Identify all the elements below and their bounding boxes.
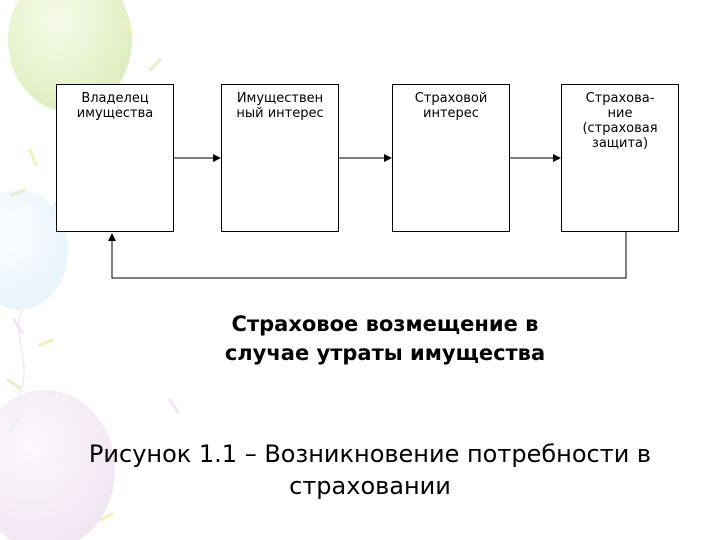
confetti [6,18,180,522]
box-insurable-interest: Страховой интерес [392,84,510,232]
box-property-interest: Имуществен ный интерес [221,84,339,232]
balloon-green [8,0,132,112]
balloon-pink [0,390,115,540]
figure-caption: Рисунок 1.1 – Возникновение потребности … [88,440,652,500]
feedback-label: Страховое возмещение в случае утраты иму… [224,312,546,365]
balloon-string [17,309,25,401]
box-property-owner: Владелец имущества [56,84,174,232]
balloon-blue [0,190,68,310]
box-insurance-protection: Страхова- ние (страховая защита) [561,84,679,232]
